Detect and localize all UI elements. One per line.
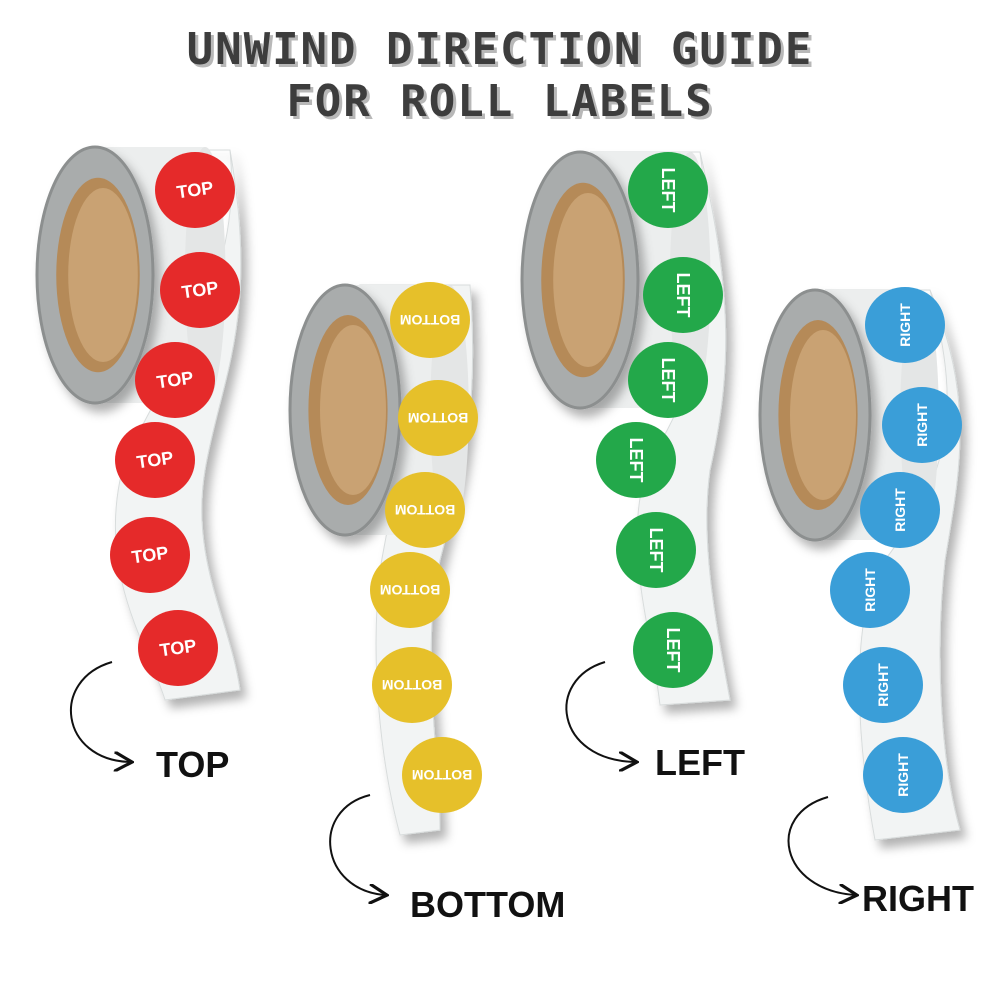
sticker-text: BOTTOM	[380, 582, 440, 598]
roll-label-sticker: TOP	[138, 610, 218, 686]
roll-label-sticker: LEFT	[596, 422, 676, 498]
sticker-text: RIGHT	[862, 568, 878, 612]
roll-label-sticker: BOTTOM	[372, 647, 452, 723]
caption-bottom: BOTTOM	[410, 884, 566, 925]
roll-left: LEFT LEFT LEFT LEFT LEFT LEFT	[520, 150, 731, 762]
roll-label-sticker: BOTTOM	[370, 552, 450, 628]
sticker-text: BOTTOM	[412, 767, 472, 783]
caption-left: LEFT	[655, 742, 745, 783]
sticker-text: RIGHT	[892, 488, 908, 532]
unwind-arrow-icon	[70, 661, 130, 762]
roll-label-sticker: LEFT	[616, 512, 696, 588]
roll-label-sticker: BOTTOM	[402, 737, 482, 813]
sticker-text: BOTTOM	[400, 312, 460, 328]
roll-label-sticker: TOP	[160, 252, 240, 328]
roll-label-sticker: RIGHT	[863, 737, 943, 813]
caption-top: TOP	[156, 744, 230, 785]
roll-bottom: BOTTOM BOTTOM BOTTOM BOTTOM BOTTOM BOTTOM	[288, 282, 482, 895]
sticker-text: LEFT	[646, 528, 666, 573]
sticker-text: LEFT	[658, 358, 678, 403]
sticker-text: LEFT	[673, 273, 693, 318]
roll-label-sticker: LEFT	[633, 612, 713, 688]
sticker-text: BOTTOM	[408, 410, 468, 426]
roll-label-sticker: LEFT	[628, 342, 708, 418]
unwind-arrow-icon	[329, 794, 385, 895]
title-line-2: FOR ROLL LABELS	[286, 76, 714, 127]
roll-right: RIGHT RIGHT RIGHT RIGHT RIGHT RIGHT	[758, 287, 962, 895]
roll-label-sticker: BOTTOM	[390, 282, 470, 358]
sticker-text: BOTTOM	[382, 677, 442, 693]
roll-label-sticker: TOP	[110, 517, 190, 593]
sticker-text: LEFT	[658, 168, 678, 213]
roll-label-sticker: RIGHT	[830, 552, 910, 628]
roll-label-sticker: RIGHT	[882, 387, 962, 463]
unwind-arrow-icon	[565, 661, 635, 762]
title-line-1: UNWIND DIRECTION GUIDE	[186, 24, 814, 75]
sticker-text: LEFT	[626, 438, 646, 483]
sticker-text: LEFT	[663, 628, 683, 673]
roll-label-sticker: BOTTOM	[385, 472, 465, 548]
sticker-text: RIGHT	[895, 753, 911, 797]
sticker-text: BOTTOM	[395, 502, 455, 518]
unwind-arrow-icon	[787, 796, 855, 895]
roll-label-sticker: TOP	[115, 422, 195, 498]
sticker-text: RIGHT	[914, 403, 930, 447]
sticker-text: RIGHT	[897, 303, 913, 347]
roll-label-sticker: RIGHT	[860, 472, 940, 548]
roll-label-sticker: RIGHT	[865, 287, 945, 363]
roll-label-sticker: TOP	[155, 152, 235, 228]
caption-right: RIGHT	[862, 878, 974, 919]
roll-label-sticker: BOTTOM	[398, 380, 478, 456]
sticker-text: RIGHT	[875, 663, 891, 707]
roll-label-sticker: LEFT	[643, 257, 723, 333]
roll-label-sticker: TOP	[135, 342, 215, 418]
roll-label-sticker: LEFT	[628, 152, 708, 228]
roll-label-sticker: RIGHT	[843, 647, 923, 723]
